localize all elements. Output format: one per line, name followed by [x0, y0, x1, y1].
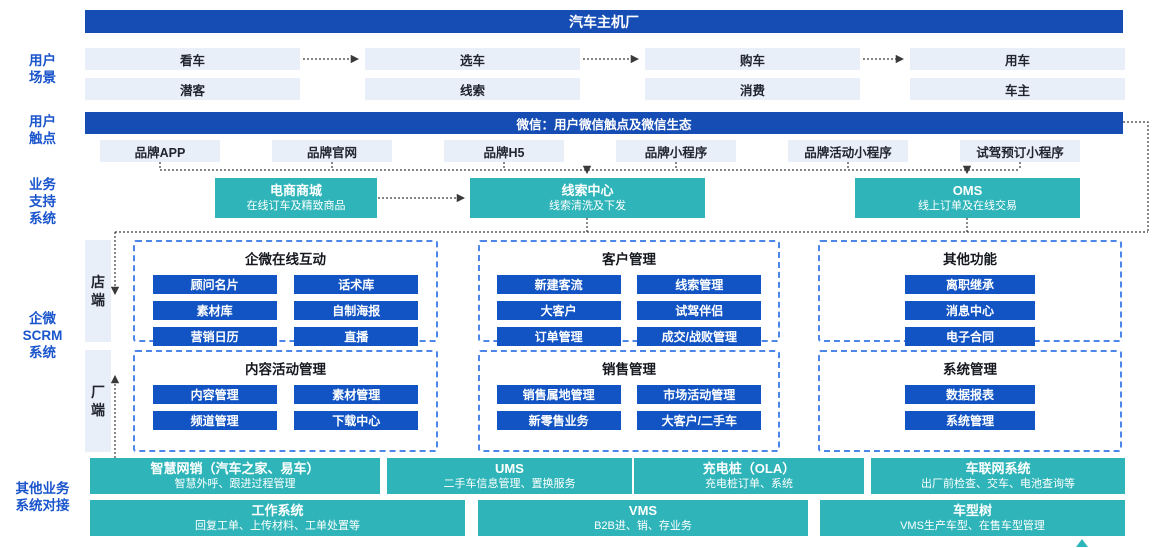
stage-kanche: 看车	[85, 48, 300, 70]
group-title: 内容活动管理	[245, 362, 326, 377]
stage-gouche: 购车	[645, 48, 860, 70]
group-title: 其他功能	[943, 252, 997, 267]
feature-chip: 频道管理	[152, 411, 277, 430]
group-system-management: 系统管理 数据报表 系统管理	[818, 350, 1122, 452]
feature-chip: 新建客流	[496, 275, 621, 294]
group-title: 客户管理	[602, 252, 656, 267]
channel-brand-site: 品牌官网	[272, 140, 392, 162]
row-label-touchpoint: 用户 触点	[29, 114, 56, 146]
side-label-factory: 厂端	[85, 350, 111, 452]
feature-chip: 下载中心	[294, 411, 419, 430]
group-title: 销售管理	[602, 362, 656, 377]
feature-chip: 线索管理	[637, 275, 762, 294]
feature-chip: 顾问名片	[152, 275, 277, 294]
stage-xuanche: 选车	[365, 48, 580, 70]
row-label-support: 业务 支持 系统	[29, 177, 56, 226]
system-telematics: 车联网系统出厂前检查、交车、电池查询等	[871, 458, 1125, 494]
feature-chip: 成交/战败管理	[637, 327, 762, 346]
group-title: 系统管理	[943, 362, 997, 377]
state-qianke: 潜客	[85, 78, 300, 100]
feature-chip: 消息中心	[905, 301, 1035, 320]
feature-chip: 大客户	[496, 301, 621, 320]
group-other-functions: 其他功能 离职继承 消息中心 电子合同	[818, 240, 1122, 346]
page-title: 汽车主机厂	[569, 13, 639, 30]
state-chezhu: 车主	[910, 78, 1125, 100]
feature-chip: 营销日历	[152, 327, 277, 346]
system-work-order: 工作系统回复工单、上传材料、工单处置等	[90, 500, 465, 536]
stage-yongche: 用车	[910, 48, 1125, 70]
channel-brand-h5: 品牌H5	[444, 140, 564, 162]
feature-chip: 市场活动管理	[637, 385, 762, 404]
row-label-user-scenario: 用户 场景	[29, 53, 56, 85]
feature-chip: 离职继承	[905, 275, 1035, 294]
system-ecommerce-mall: 电商商城在线订车及精致商品	[215, 178, 377, 218]
feature-chip: 大客户/二手车	[637, 411, 762, 430]
group-sales-management: 销售管理 销售属地管理 市场活动管理 新零售业务 大客户/二手车	[478, 350, 780, 452]
feature-chip: 内容管理	[152, 385, 277, 404]
group-wecom-interaction: 企微在线互动 顾问名片 话术库 素材库 自制海报 营销日历 直播	[133, 240, 438, 346]
feature-chip: 素材库	[152, 301, 277, 320]
group-title: 企微在线互动	[245, 252, 326, 267]
up-caret-decoration	[1076, 539, 1088, 547]
feature-chip: 电子合同	[905, 327, 1035, 346]
feature-chip: 素材管理	[294, 385, 419, 404]
system-charging-pile: 充电桩（OLA）充电桩订单、系统	[634, 458, 864, 494]
system-lead-center: 线索中心线索清洗及下发	[470, 178, 705, 218]
state-xiaofei: 消费	[645, 78, 860, 100]
wechat-bar: 微信：用户微信触点及微信生态	[85, 112, 1123, 134]
feature-chip: 新零售业务	[496, 411, 621, 430]
feature-chip: 订单管理	[496, 327, 621, 346]
header-bar: 汽车主机厂	[85, 10, 1123, 33]
channel-brand-miniapp: 品牌小程序	[616, 140, 736, 162]
channel-activity-miniapp: 品牌活动小程序	[788, 140, 908, 162]
state-xiansuo: 线索	[365, 78, 580, 100]
system-smart-online-sales: 智慧网销（汽车之家、易车）智慧外呼、跟进过程管理	[90, 458, 380, 494]
group-content-activity: 内容活动管理 内容管理 素材管理 频道管理 下载中心	[133, 350, 438, 452]
row-label-scrm: 企微 SCRM 系统	[22, 311, 63, 360]
feature-chip: 数据报表	[905, 385, 1035, 404]
feature-chip: 销售属地管理	[496, 385, 621, 404]
side-label-store: 店端	[85, 240, 111, 342]
row-label-external: 其他业务 系统对接	[15, 481, 70, 513]
feature-chip: 试驾伴侣	[637, 301, 762, 320]
feature-chip: 直播	[294, 327, 419, 346]
feature-chip: 自制海报	[294, 301, 419, 320]
feature-chip: 话术库	[294, 275, 419, 294]
channel-testdrive-miniapp: 试驾预订小程序	[960, 140, 1080, 162]
group-customer-management: 客户管理 新建客流 线索管理 大客户 试驾伴侣 订单管理 成交/战败管理	[478, 240, 780, 346]
channel-brand-app: 品牌APP	[100, 140, 220, 162]
feature-chip: 系统管理	[905, 411, 1035, 430]
